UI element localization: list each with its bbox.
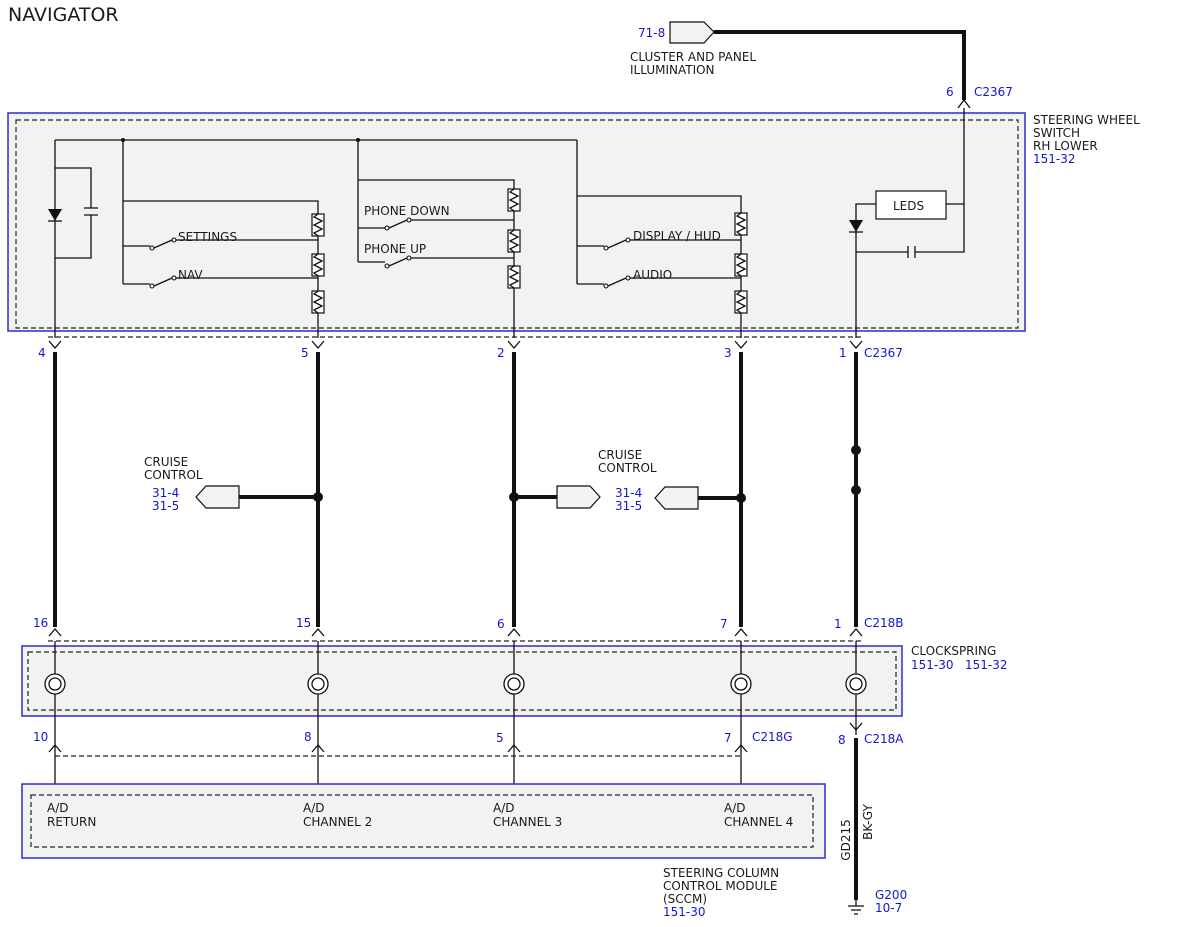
pin-6-arrow [957,98,971,109]
switch-label-settings: SETTINGS [178,230,237,244]
clockspring-ref-1: 151-30 [911,658,954,672]
ground-name: G200 [875,888,907,902]
harness-wires [53,352,858,627]
c2367-pin-2: 2 [497,346,505,360]
pin-6-label: 6 [946,85,954,99]
switch-module-label-3: RH LOWER [1033,139,1098,153]
cruise-middle-label-1: CRUISE [598,448,642,462]
sccm-label-3: (SCCM) [663,892,707,906]
switch-label-phone-down: PHONE DOWN [364,204,450,218]
switch-module-label-1: STEERING WHEEL [1033,113,1140,127]
sccm-input-ch3-1: A/D [493,801,515,815]
cruise-middle-ref-2: 31-5 [615,499,642,513]
c2367-pin-5: 5 [301,346,309,360]
c218a-chevron [849,722,863,731]
illumination-connector: 71-8 CLUSTER AND PANEL ILLUMINATION [630,21,756,77]
sccm-label-1: STEERING COLUMN [663,866,779,880]
sccm-label-2: CONTROL MODULE [663,879,778,893]
illumination-wire [714,30,966,100]
connector-c218b: C218B [864,616,904,630]
c218g-pin-10: 10 [33,730,48,744]
sccm-input-ch4-2: CHANNEL 4 [724,815,793,829]
switch-label-phone-up: PHONE UP [364,242,426,256]
cruise-left-ref-2: 31-5 [152,499,179,513]
switch-module-inner [15,119,1019,329]
c218a-pin-8: 8 [838,733,846,747]
sccm-box [21,783,826,859]
c218g-pin-8: 8 [304,730,312,744]
ground-ref: 10-7 [875,901,902,915]
sccm-input-ch3-2: CHANNEL 3 [493,815,562,829]
illumination-ref: 71-8 [638,26,665,40]
splice-dot [851,485,861,495]
leds-label: LEDS [893,199,924,213]
switch-module-label-2: SWITCH [1033,126,1080,140]
cruise-left-ref-1: 31-4 [152,486,179,500]
sccm-input-ch2-1: A/D [303,801,325,815]
sccm-input-return-1: A/D [47,801,69,815]
resistors [311,188,748,314]
connector-c2367-top: C2367 [974,85,1013,99]
c218b-pin-7: 7 [720,617,728,631]
sccm-input-return-2: RETURN [47,815,96,829]
c218b-pin-15: 15 [296,616,311,630]
display-audio-circuit [576,140,742,338]
cruise-left-label-2: CONTROL [144,468,203,482]
c2367-pin-1: 1 [839,346,847,360]
sccm-input-ch4-1: A/D [724,801,746,815]
switch-label-audio: AUDIO [633,268,672,282]
sccm-input-ch2-2: CHANNEL 2 [303,815,372,829]
connector-c218g: C218G [752,730,793,744]
diagram-title: NAVIGATOR [8,4,119,26]
diode-cap-circuit [48,140,98,338]
cruise-middle-ref-1: 31-4 [615,486,642,500]
settings-nav-circuit [122,140,319,338]
splice-dot [851,445,861,455]
cruise-control-right [654,486,746,510]
switch-label-nav: NAV [178,268,203,282]
connector-c2367-bottom: C2367 [864,346,903,360]
cruise-control-middle [509,485,601,509]
c218b-top-chevrons [48,628,863,637]
c218b-pin-16: 16 [33,616,48,630]
switch-module-box [7,112,1026,332]
c218b-pin-6: 6 [497,617,505,631]
c2367-bottom-chevrons [48,340,863,349]
sccm-inner [30,794,814,848]
clockspring-label: CLOCKSPRING [911,644,996,658]
c218g-pin-7: 7 [724,731,732,745]
cruise-left-label-1: CRUISE [144,455,188,469]
c2367-pin-4: 4 [38,346,46,360]
c2367-pin-3: 3 [724,346,732,360]
clockspring-coils [44,641,867,793]
clockspring-box [21,645,903,717]
phone-circuit [357,140,515,338]
c218g-chevrons [48,744,748,753]
clockspring-ref-2: 151-32 [965,658,1008,672]
sccm-ref: 151-30 [663,905,706,919]
illumination-label-1: CLUSTER AND PANEL [630,50,756,64]
cruise-middle-label-2: CONTROL [598,461,657,475]
clockspring-inner [27,651,897,711]
ground-color-label: BK-GY [861,804,875,840]
leds-circuit [849,108,965,338]
switch-label-display-hud: DISPLAY / HUD [633,229,721,243]
switch-module-ref: 151-32 [1033,152,1076,166]
c218b-pin-1: 1 [834,617,842,631]
cruise-control-left [195,485,323,509]
ground-symbol [848,900,864,915]
illumination-label-2: ILLUMINATION [630,63,715,77]
ground-circuit-label: GD215 [839,819,853,860]
c218g-pin-5: 5 [496,731,504,745]
connector-c218a: C218A [864,732,904,746]
